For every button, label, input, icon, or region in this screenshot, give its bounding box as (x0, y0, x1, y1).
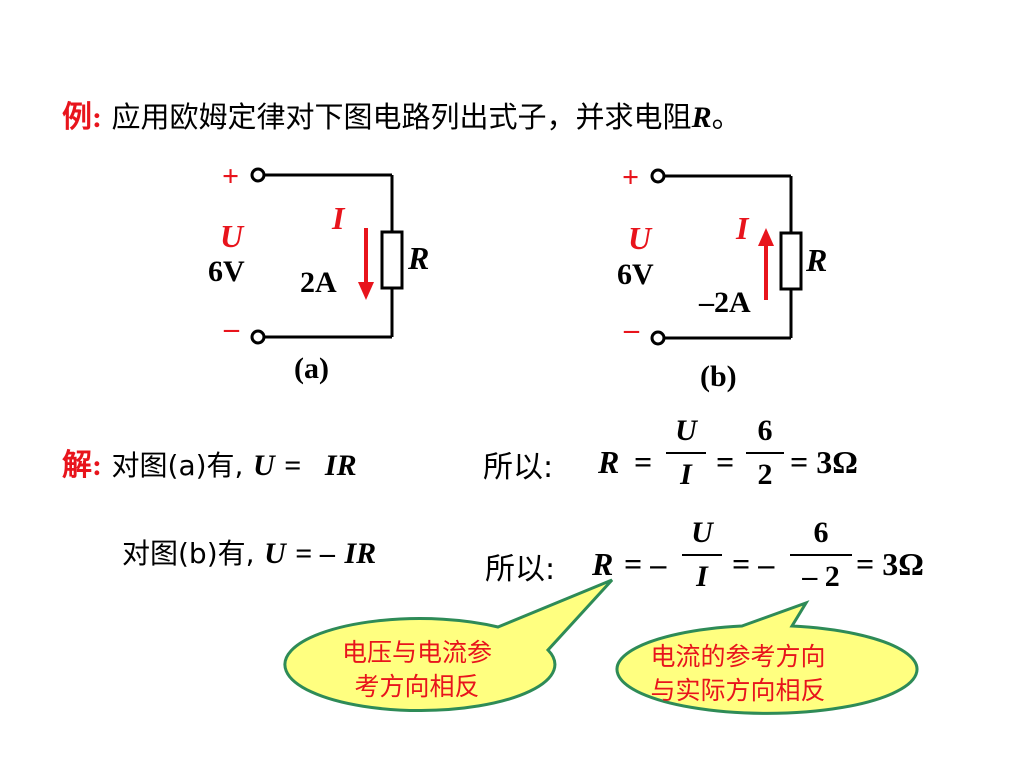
example-colon: : (92, 101, 102, 134)
circuit-a-current-value: 2A (300, 266, 337, 299)
circuit-a-current-var: I (332, 200, 345, 236)
example-label: 例 (62, 100, 92, 135)
circuit-b-terminal-top (650, 168, 666, 184)
row-b-frac1-num: U (691, 516, 713, 549)
circuit-a-current-arrow-icon (358, 228, 374, 300)
row-a-frac2-den: 2 (757, 458, 773, 491)
row-b-eq1: = – (624, 546, 667, 582)
row-a-fraction-2: 6 2 (746, 414, 784, 492)
row-b-result: = 3Ω (856, 546, 924, 582)
row-a-prefix: 对图(a)有, (111, 449, 244, 482)
row-b-frac2-num: 6 (813, 516, 829, 549)
circuit-a-terminal-top (250, 167, 266, 183)
row-a-eq1: = (634, 444, 653, 480)
row-b-frac2-bar (790, 554, 852, 556)
row-b-prefix: 对图(b)有, (122, 537, 255, 570)
callout-left-bubble (283, 578, 614, 712)
circuit-a-resistor-label: R (408, 240, 430, 276)
circuit-a-voltage-value: 6V (208, 255, 245, 288)
example-end: 。 (711, 100, 742, 135)
circuit-b-wires (664, 174, 793, 340)
circuit-a-wires (264, 173, 394, 339)
solution-row-b: 对图(b)有, U = – IR (122, 532, 376, 572)
row-b-so: 所以: (485, 552, 556, 587)
row-a-eq-sign: = (284, 449, 302, 482)
callout-right-text: 电流的参考方向 与实际方向相反 (598, 640, 878, 708)
solution-colon: : (92, 449, 102, 482)
row-a-frac1-num: U (675, 414, 697, 447)
row-a-frac2-bar (746, 452, 784, 454)
callout-right-line1: 电流的参考方向 (650, 642, 826, 671)
circuit-b-voltage-var: U (628, 220, 652, 256)
row-a-eq2: = (716, 444, 735, 480)
circuit-b-caption: (b) (700, 360, 737, 393)
row-a-so: 所以: (483, 450, 554, 485)
circuit-a-plus: + (222, 160, 240, 193)
circuit-b-current-arrow-icon (758, 228, 774, 300)
row-b-frac1-den: I (696, 560, 708, 593)
circuit-a-minus: – (224, 312, 239, 345)
row-b-eq-rhs: IR (344, 537, 377, 570)
row-a-eq-lhs: U (253, 449, 275, 482)
row-a-frac1-den: I (680, 458, 692, 491)
circuit-a-caption: (a) (294, 352, 329, 385)
circuit-b-resistor-label: R (806, 242, 828, 278)
example-var: R (691, 101, 712, 134)
solution-row-a: 解: 对图(a)有, U = IR (62, 440, 357, 484)
circuit-b-voltage-value: 6V (617, 258, 654, 291)
circuit-b-current-value: –2A (699, 286, 751, 319)
example-text: 应用欧姆定律对下图电路列出式子，并求电阻 (111, 100, 692, 134)
row-b-frac1-bar (682, 554, 722, 556)
row-a-result: = 3Ω (790, 444, 858, 480)
row-b-eq2: = – (732, 546, 775, 582)
row-a-eq-rhs: IR (324, 449, 357, 482)
circuit-b-minus: – (624, 313, 639, 346)
circuit-b-resistor (779, 231, 803, 291)
row-b-R: R (592, 546, 614, 582)
row-a-frac1-bar (666, 452, 706, 454)
circuit-b-current-var: I (736, 210, 749, 246)
circuit-a-voltage-var: U (220, 218, 244, 254)
callout-left-line1: 电压与电流参 (341, 638, 492, 667)
solution-label: 解 (62, 448, 92, 483)
callout-right-bubble (615, 600, 919, 715)
callout-left-line2: 考方向相反 (354, 672, 480, 701)
circuit-b-plus: + (622, 161, 640, 194)
row-b-fraction-2: 6 – 2 (790, 516, 852, 594)
row-b-fraction-1: U I (682, 516, 722, 594)
example-line: 例: 应用欧姆定律对下图电路列出式子，并求电阻R。 (62, 92, 742, 136)
circuit-a-terminal-bottom (250, 329, 266, 345)
row-a-frac2-num: 6 (757, 414, 773, 447)
row-b-frac2-den: – 2 (802, 560, 840, 593)
row-b-eq-sign: = – (295, 537, 335, 570)
row-b-eq-lhs: U (264, 537, 286, 570)
row-a-R: R (598, 444, 620, 480)
row-a-fraction-1: U I (666, 414, 706, 492)
circuit-b-terminal-bottom (650, 330, 666, 346)
circuit-a-resistor (380, 230, 404, 290)
callout-right-line2: 与实际方向相反 (650, 676, 826, 705)
callout-left-text: 电压与电流参 考方向相反 (292, 636, 542, 704)
